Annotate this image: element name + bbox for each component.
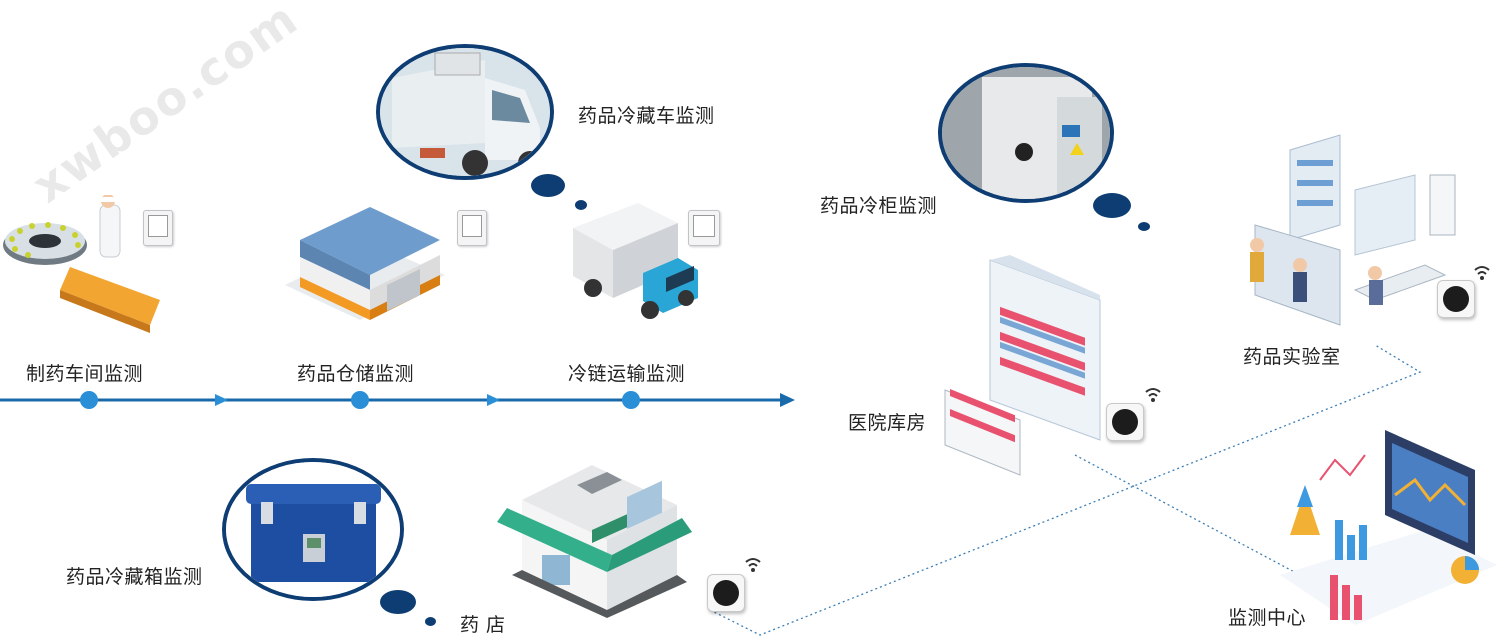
label-coldchain: 冷链运输监测 bbox=[568, 363, 686, 385]
coolbox-bubble-tail-large bbox=[380, 590, 416, 614]
workshop-illustration bbox=[3, 195, 160, 333]
coolbox-bubble-tail-small bbox=[425, 617, 436, 626]
warehouse-illustration bbox=[285, 207, 445, 320]
cabinet-photo-bubble bbox=[938, 63, 1114, 203]
timeline-node-1 bbox=[80, 391, 98, 409]
hospital-wifi-icon bbox=[1145, 388, 1161, 402]
cabinet-bubble-tail-small bbox=[1138, 222, 1150, 231]
label-workshop: 制药车间监测 bbox=[26, 363, 144, 385]
truck-bubble-tail-small bbox=[575, 200, 587, 210]
timeline-arrowhead bbox=[780, 393, 795, 407]
cool-box-photo bbox=[226, 462, 400, 597]
lab-wifi-icon bbox=[1474, 266, 1490, 280]
label-warehouse: 药品仓储监测 bbox=[297, 363, 415, 385]
coldchain-truck-illustration bbox=[573, 203, 698, 319]
label-truck: 药品冷藏车监测 bbox=[578, 105, 715, 127]
pharmacy-illustration bbox=[497, 465, 692, 618]
warehouse-sensor bbox=[457, 210, 487, 246]
timeline-node-2 bbox=[351, 391, 369, 409]
label-pharmacy: 药 店 bbox=[460, 614, 506, 636]
pharmacy-sensor bbox=[707, 574, 745, 612]
lab-sensor bbox=[1437, 280, 1475, 318]
label-hospital: 医院库房 bbox=[848, 412, 927, 434]
timeline-node-3 bbox=[622, 391, 640, 409]
workshop-sensor bbox=[143, 210, 173, 246]
cabinet-bubble-tail-large bbox=[1093, 193, 1131, 218]
coolbox-photo-bubble bbox=[222, 458, 404, 601]
label-cabinet: 药品冷柜监测 bbox=[820, 195, 938, 217]
truck-photo-bubble bbox=[376, 44, 554, 180]
timeline bbox=[0, 391, 795, 409]
refrigerated-truck-photo bbox=[380, 48, 550, 176]
label-center: 监测中心 bbox=[1228, 607, 1307, 629]
label-coolbox: 药品冷藏箱监测 bbox=[66, 566, 203, 588]
label-lab: 药品实验室 bbox=[1243, 346, 1341, 368]
timeline-arrow-2 bbox=[487, 394, 500, 406]
timeline-arrow-1 bbox=[215, 394, 228, 406]
coldchain-sensor bbox=[688, 210, 720, 246]
monitoring-center-illustration bbox=[1280, 430, 1497, 625]
hospital-storage-illustration bbox=[944, 255, 1101, 476]
cold-cabinet-photo bbox=[942, 67, 1110, 199]
truck-bubble-tail-large bbox=[531, 174, 565, 197]
lab-illustration bbox=[1250, 134, 1456, 326]
hospital-sensor bbox=[1106, 403, 1144, 441]
pharmacy-wifi-icon bbox=[745, 558, 761, 572]
